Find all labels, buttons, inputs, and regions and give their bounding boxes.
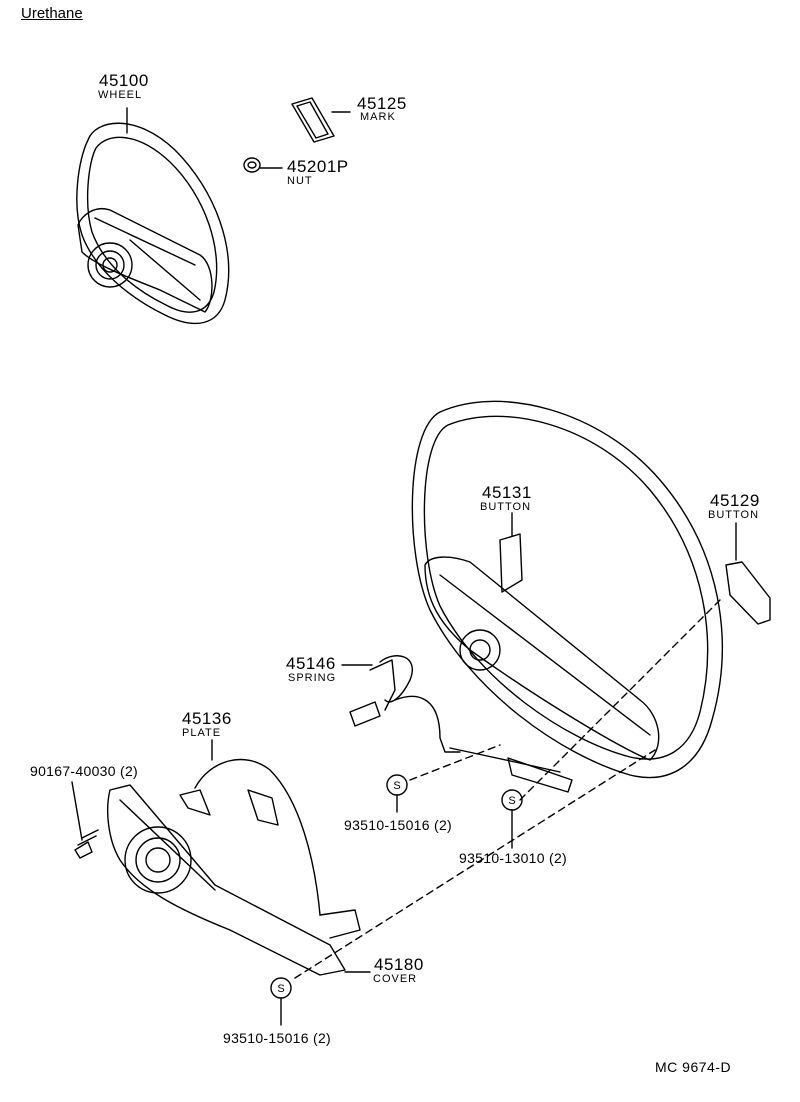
spring-assembly: [350, 656, 572, 792]
fastener-number: 93510-15016 (2): [344, 817, 453, 833]
plate-assembly: [180, 760, 360, 938]
diagram-reference: MC 9674-D: [655, 1059, 732, 1075]
screw-symbol-letter: S: [277, 983, 284, 995]
part-name: MARK: [360, 111, 396, 123]
nut-icon: [244, 158, 260, 172]
part-name: PLATE: [182, 727, 222, 739]
assembly-lines: [295, 600, 720, 978]
part-name: NUT: [287, 175, 313, 187]
cover-assembly: [108, 785, 345, 975]
part-number: 45129: [710, 491, 760, 510]
part-name: WHEEL: [98, 89, 143, 101]
screw-symbol-icon: [502, 790, 522, 848]
part-number: 45136: [182, 709, 232, 728]
section-title: Urethane: [21, 5, 83, 22]
mark-emblem: [292, 98, 334, 142]
fastener-number: 93510-13010 (2): [459, 850, 568, 866]
screw-symbol-letter: S: [508, 795, 515, 807]
part-name: COVER: [373, 973, 418, 985]
screw-symbol-icon: [271, 978, 291, 1025]
part-name: SPRING: [288, 672, 337, 684]
part-number: 45201P: [287, 157, 349, 176]
part-name: BUTTON: [708, 509, 760, 521]
part-number: 45180: [374, 955, 424, 974]
fastener-number: 93510-15016 (2): [223, 1030, 332, 1046]
part-name: BUTTON: [480, 501, 532, 513]
screw-symbol-letter: S: [393, 780, 400, 792]
part-number: 45146: [286, 654, 336, 673]
leader-90167: [72, 782, 82, 840]
part-number: 45100: [99, 71, 149, 90]
steering-wheel-large: [412, 401, 770, 777]
fastener-number: 90167-40030 (2): [30, 763, 139, 779]
steering-wheel-small: [77, 123, 229, 323]
part-number: 45131: [482, 483, 532, 502]
screw-symbol-icon: [387, 775, 407, 812]
part-number: 45125: [357, 94, 407, 113]
bolt-icon: [75, 830, 98, 858]
